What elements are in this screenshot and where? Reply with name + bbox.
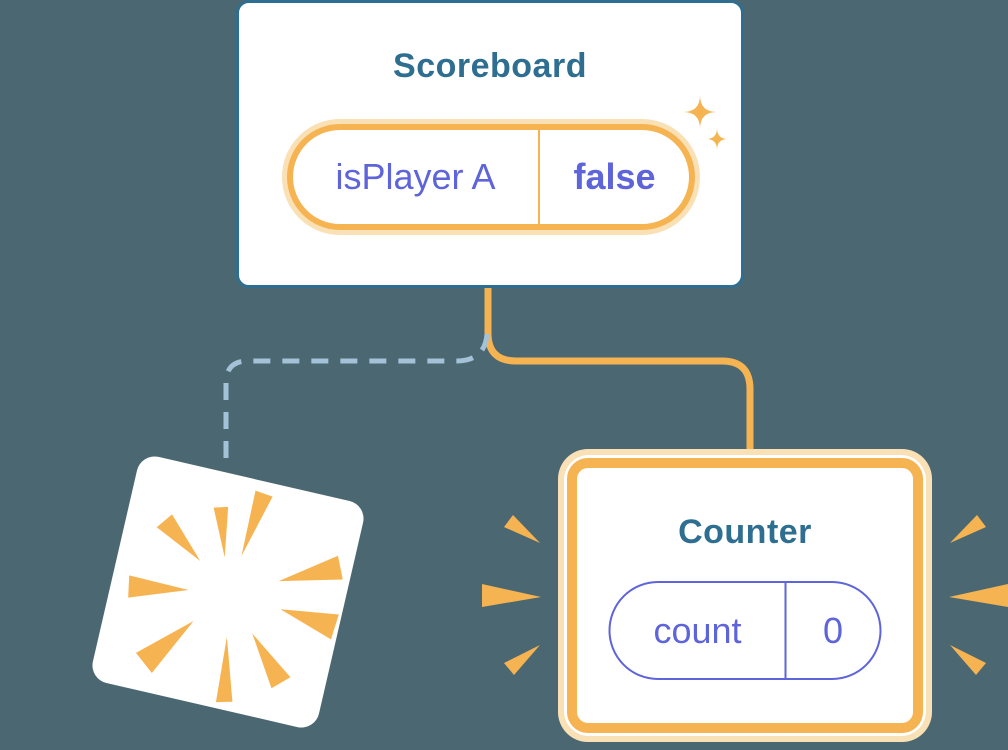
dashed-connector-line — [223, 333, 490, 464]
counter-title: Counter — [678, 513, 812, 551]
scoreboard-title: Scoreboard — [393, 47, 587, 85]
scoreboard-card: Scoreboard isPlayer A false — [236, 0, 744, 288]
state-key: isPlayer A — [335, 156, 496, 197]
counter-card: Counter count 0 — [558, 449, 932, 742]
scoreboard-state-pill: isPlayer A false — [282, 119, 700, 235]
burst-icon — [128, 490, 343, 703]
destroyed-component-card — [88, 452, 368, 732]
pill-divider — [538, 130, 540, 224]
sparkles-icon — [683, 95, 728, 150]
state-value: false — [573, 156, 656, 197]
emphasis-wedges-right-icon — [949, 515, 1008, 675]
emphasis-wedges-left-icon — [482, 515, 541, 675]
state-key: count — [653, 609, 742, 651]
counter-state-pill: count 0 — [608, 581, 882, 680]
solid-connector-line — [484, 287, 754, 458]
state-value: 0 — [822, 609, 844, 651]
pill-divider — [784, 583, 787, 678]
